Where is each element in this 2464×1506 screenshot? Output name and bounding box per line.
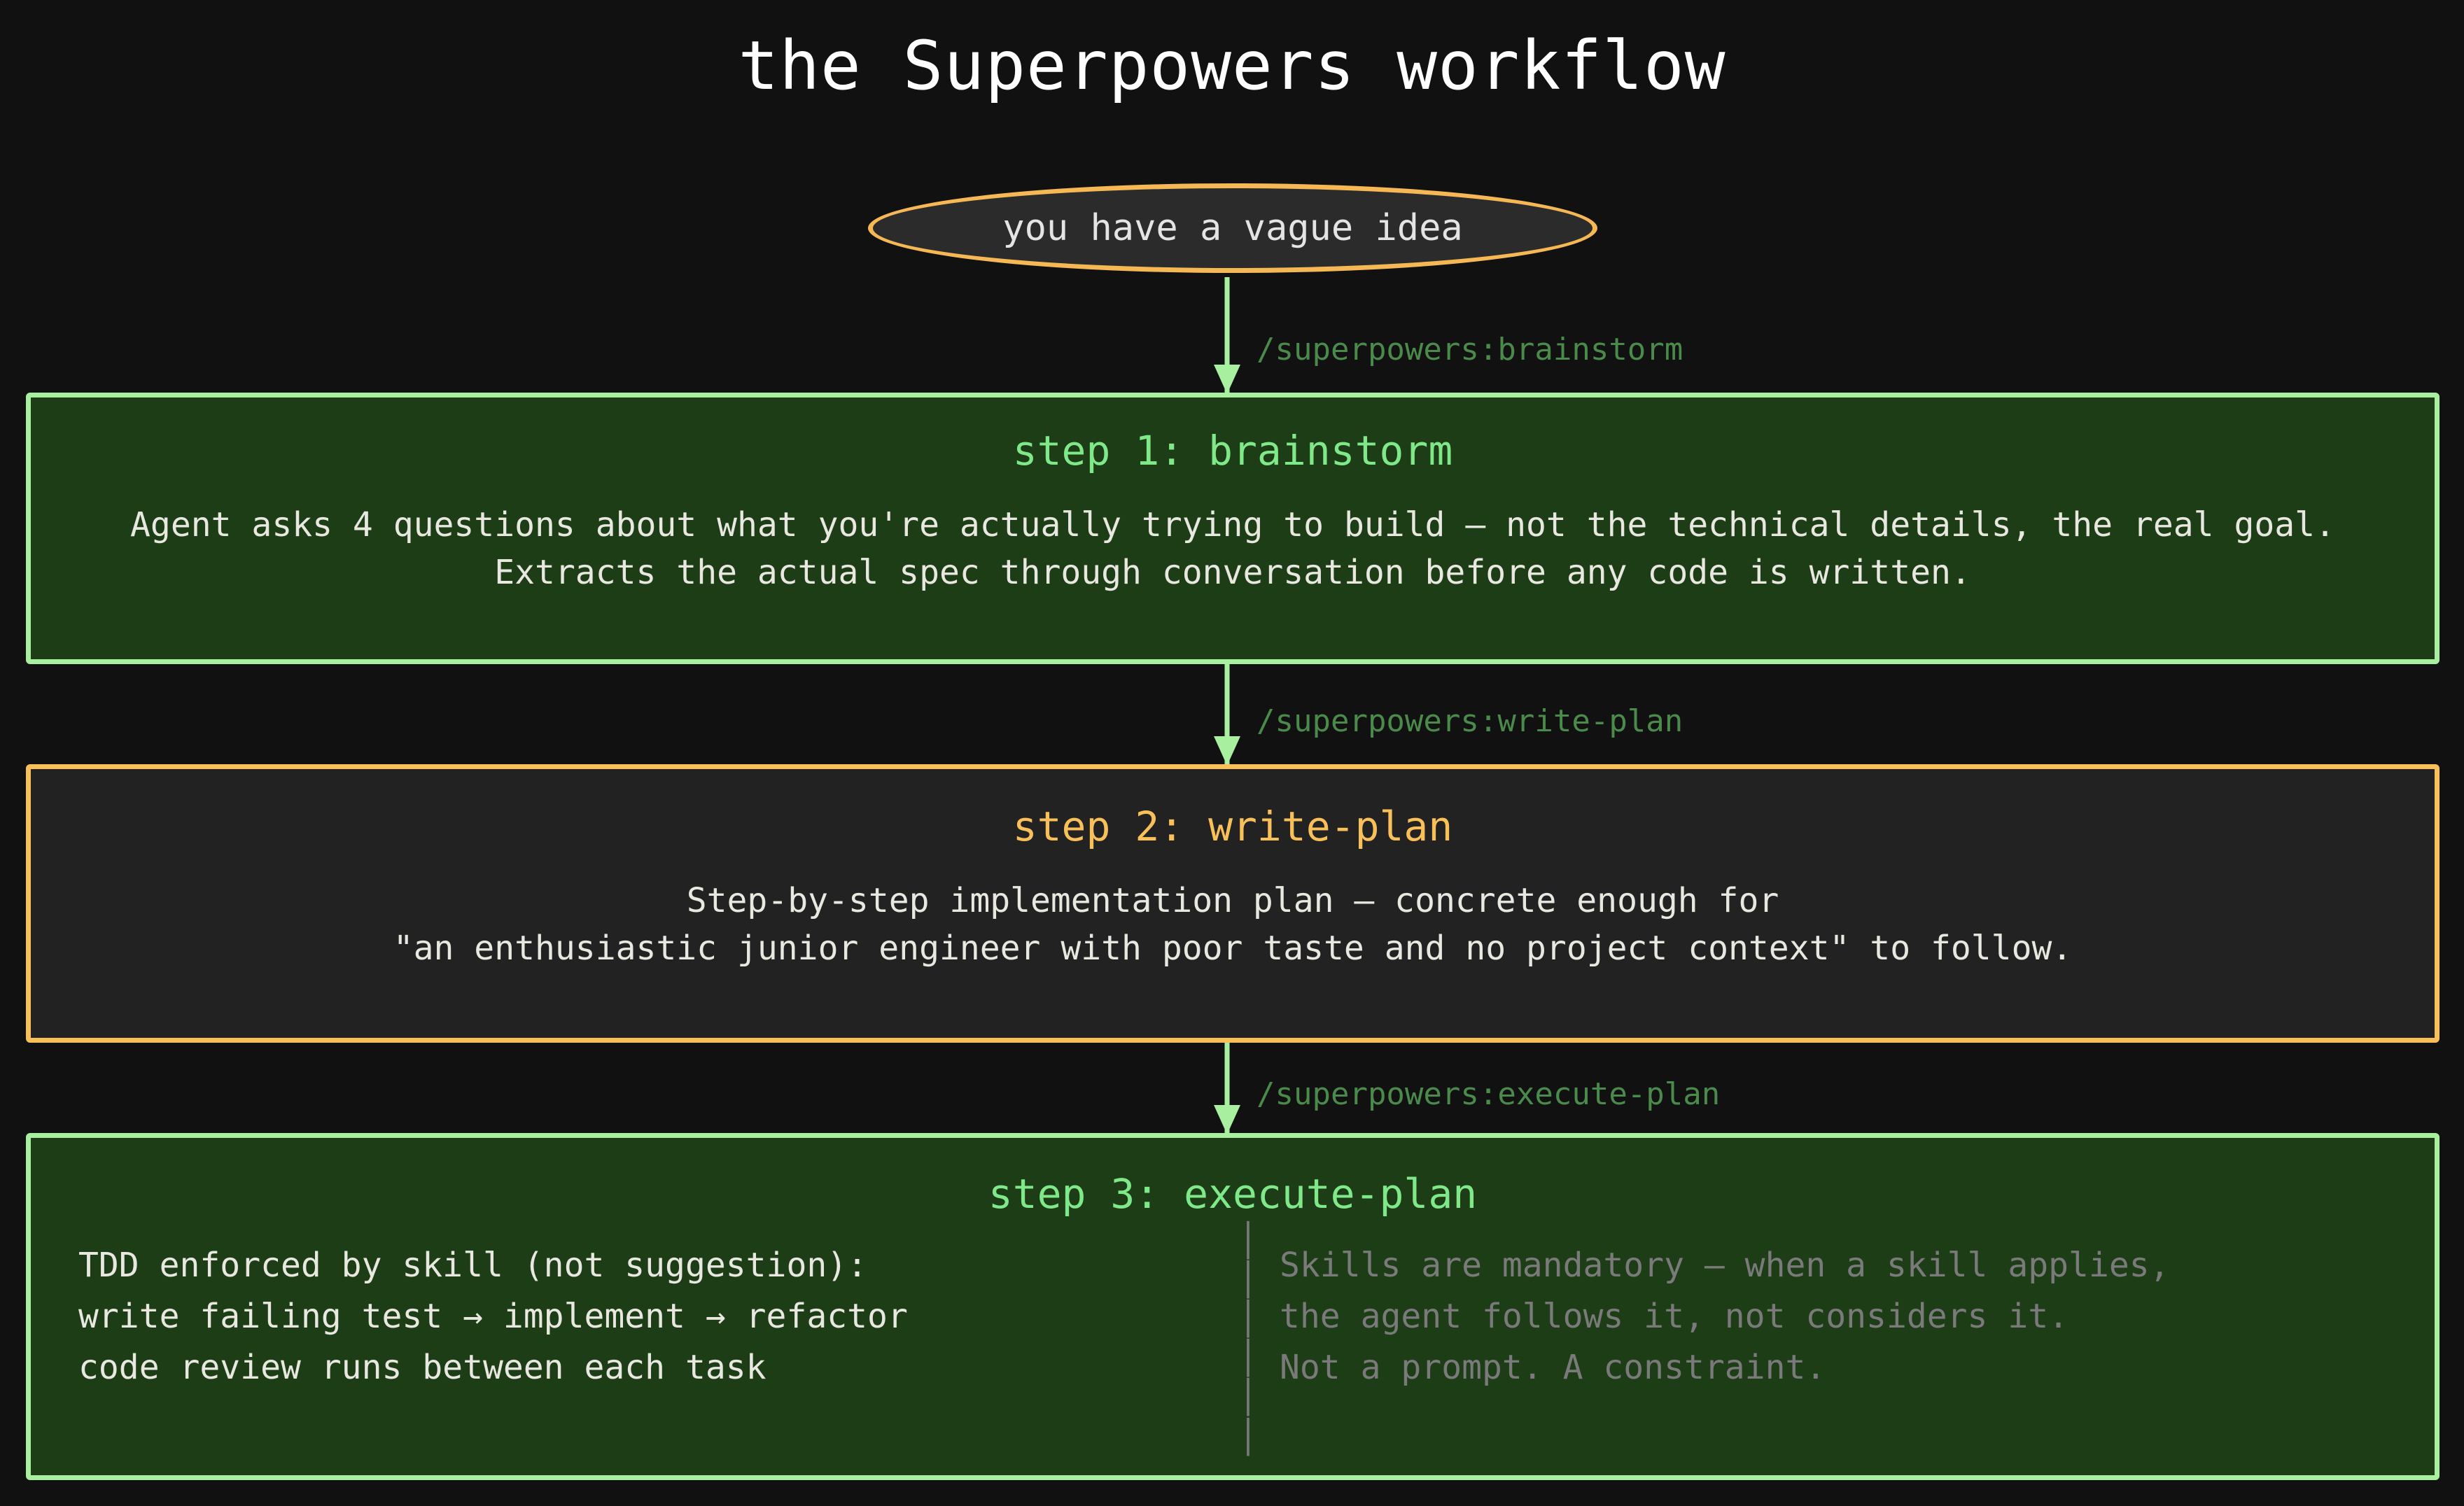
page-title: the Superpowers workflow <box>738 27 1726 105</box>
connector-brainstorm: /superpowers:brainstorm <box>0 277 2464 394</box>
arrow-shaft <box>1224 1043 1230 1133</box>
step-3-left-column: TDD enforced by skill (not suggestion): … <box>78 1240 1226 1456</box>
start-node: you have a vague idea <box>868 183 1597 273</box>
arrow-head-icon <box>1214 365 1240 394</box>
connector-label-brainstorm: /superpowers:brainstorm <box>1256 332 1684 367</box>
step-2-body-line: Step-by-step implementation plan — concr… <box>686 881 1779 920</box>
step-1-body-line: Extracts the actual spec through convers… <box>494 553 1971 593</box>
arrow-head-icon <box>1214 736 1240 766</box>
step-1-heading: step 1: brainstorm <box>1012 427 1453 474</box>
divider-glyph: │ <box>1238 1417 1258 1456</box>
arrow-shaft <box>1224 664 1230 764</box>
step-3-left-line: code review runs between each task <box>78 1347 766 1387</box>
step-3-heading: step 3: execute-plan <box>988 1170 1478 1218</box>
divider-glyph: │ <box>1238 1378 1258 1416</box>
connector-execute-plan: /superpowers:execute-plan <box>0 1043 2464 1134</box>
divider-glyph: │ <box>1238 1260 1258 1299</box>
step-2-heading: step 2: write-plan <box>1012 803 1453 850</box>
connector-write-plan: /superpowers:write-plan <box>0 664 2464 766</box>
step-3-left-line: write failing test → implement → refacto… <box>78 1296 908 1336</box>
step-3-right-column: Skills are mandatory — when a skill appl… <box>1270 1240 2435 1456</box>
divider-glyph: │ <box>1238 1221 1258 1259</box>
step-3-box: step 3: execute-plan TDD enforced by ski… <box>26 1133 2440 1480</box>
connector-label-write-plan: /superpowers:write-plan <box>1256 703 1684 739</box>
column-divider: │ │ │ │ │ │ <box>1226 1220 1270 1456</box>
step-3-right-line: the agent follows it, not considers it. <box>1280 1296 2069 1336</box>
step-2-body-line: "an enthusiastic junior engineer with po… <box>393 929 2073 969</box>
step-1-body: Agent asks 4 questions about what you're… <box>31 501 2435 596</box>
divider-glyph: │ <box>1238 1300 1258 1338</box>
step-3-columns: TDD enforced by skill (not suggestion): … <box>31 1221 2435 1456</box>
step-3-right-line: Not a prompt. A constraint. <box>1280 1347 1826 1387</box>
step-2-box: step 2: write-plan Step-by-step implemen… <box>26 764 2440 1043</box>
divider-glyph: │ <box>1238 1339 1258 1377</box>
step-1-box: step 1: brainstorm Agent asks 4 question… <box>26 393 2440 664</box>
step-3-right-line: Skills are mandatory — when a skill appl… <box>1280 1246 2170 1285</box>
step-2-body: Step-by-step implementation plan — concr… <box>31 877 2435 972</box>
start-node-label: you have a vague idea <box>1002 207 1463 249</box>
arrow-head-icon <box>1214 1105 1240 1134</box>
connector-label-execute-plan: /superpowers:execute-plan <box>1256 1076 1721 1112</box>
arrow-shaft <box>1224 277 1230 393</box>
step-3-left-line: TDD enforced by skill (not suggestion): <box>78 1246 868 1285</box>
step-1-body-line: Agent asks 4 questions about what you're… <box>130 505 2335 544</box>
